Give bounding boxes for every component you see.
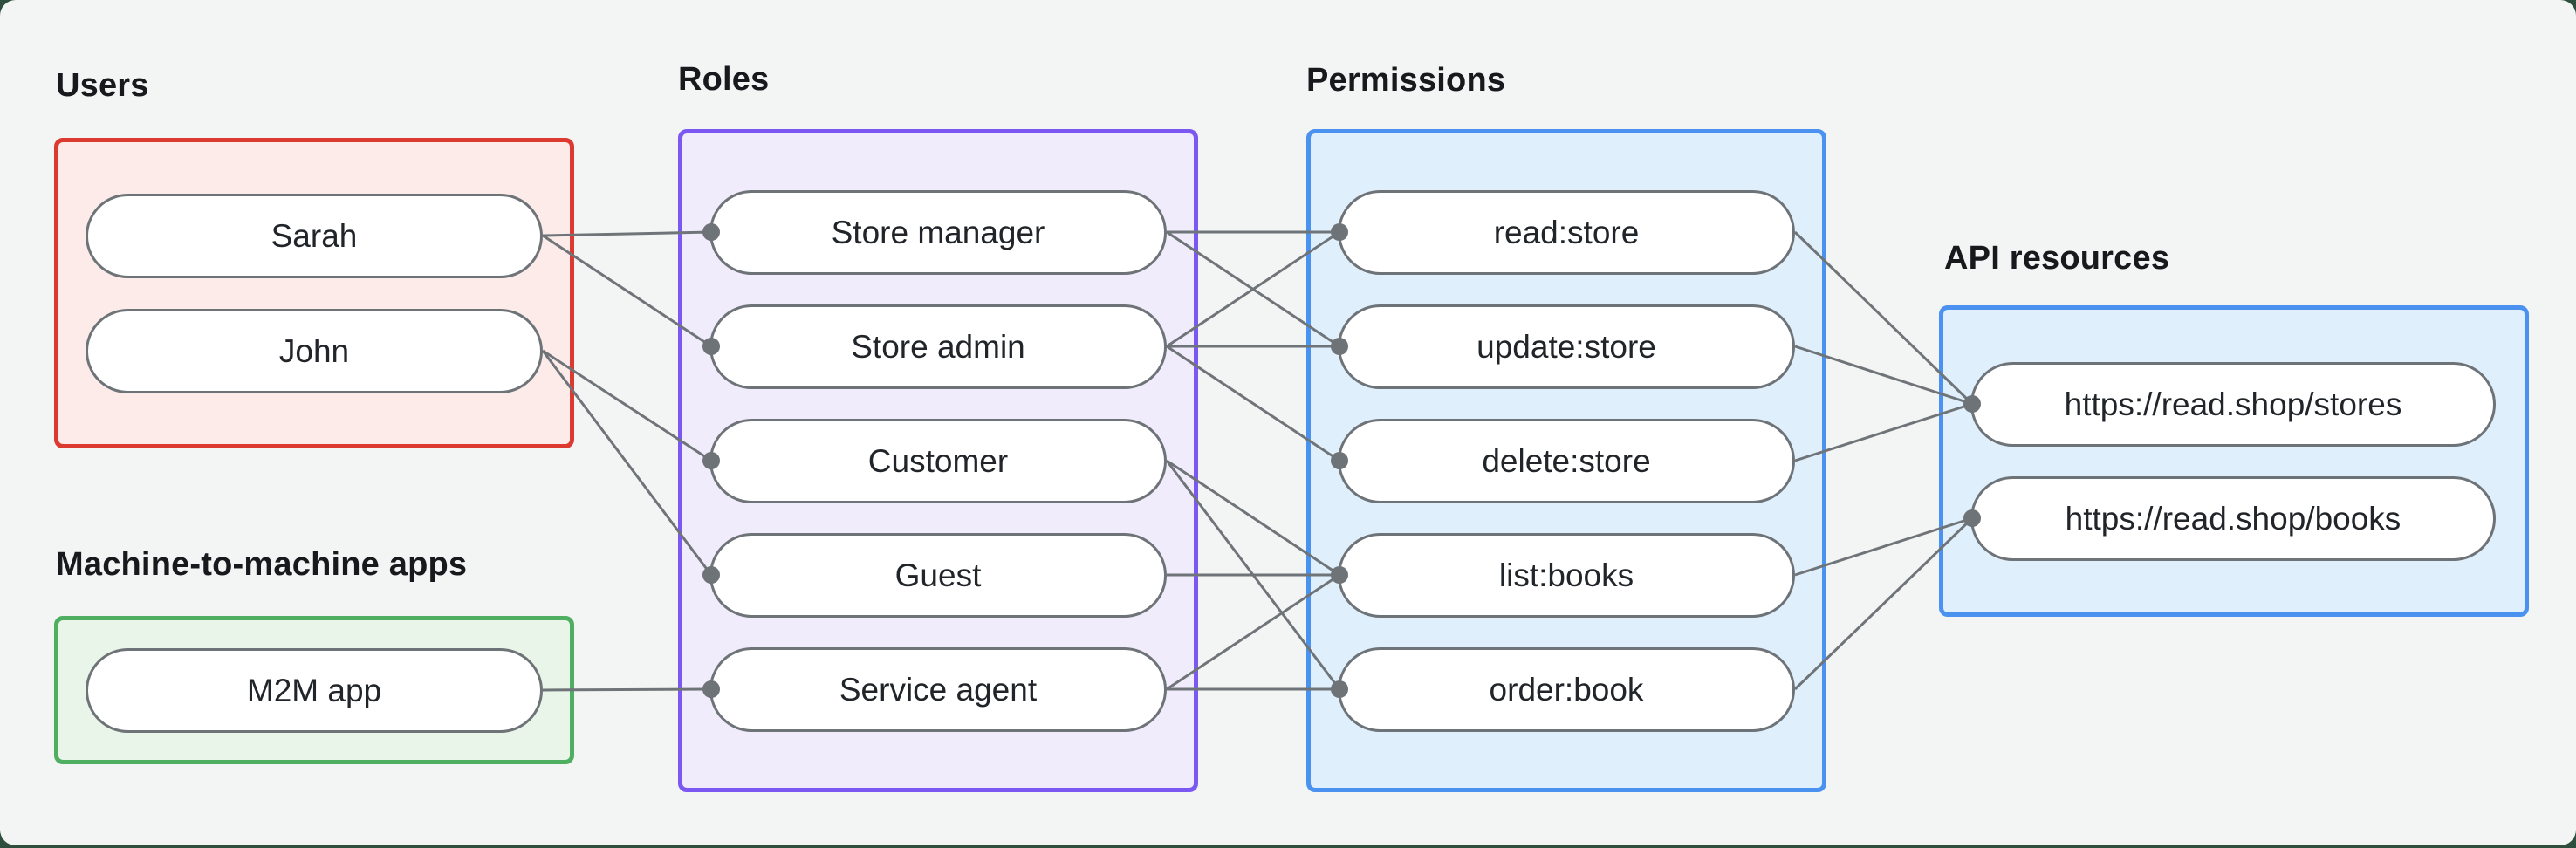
diagram-panel: [0, 0, 2576, 845]
